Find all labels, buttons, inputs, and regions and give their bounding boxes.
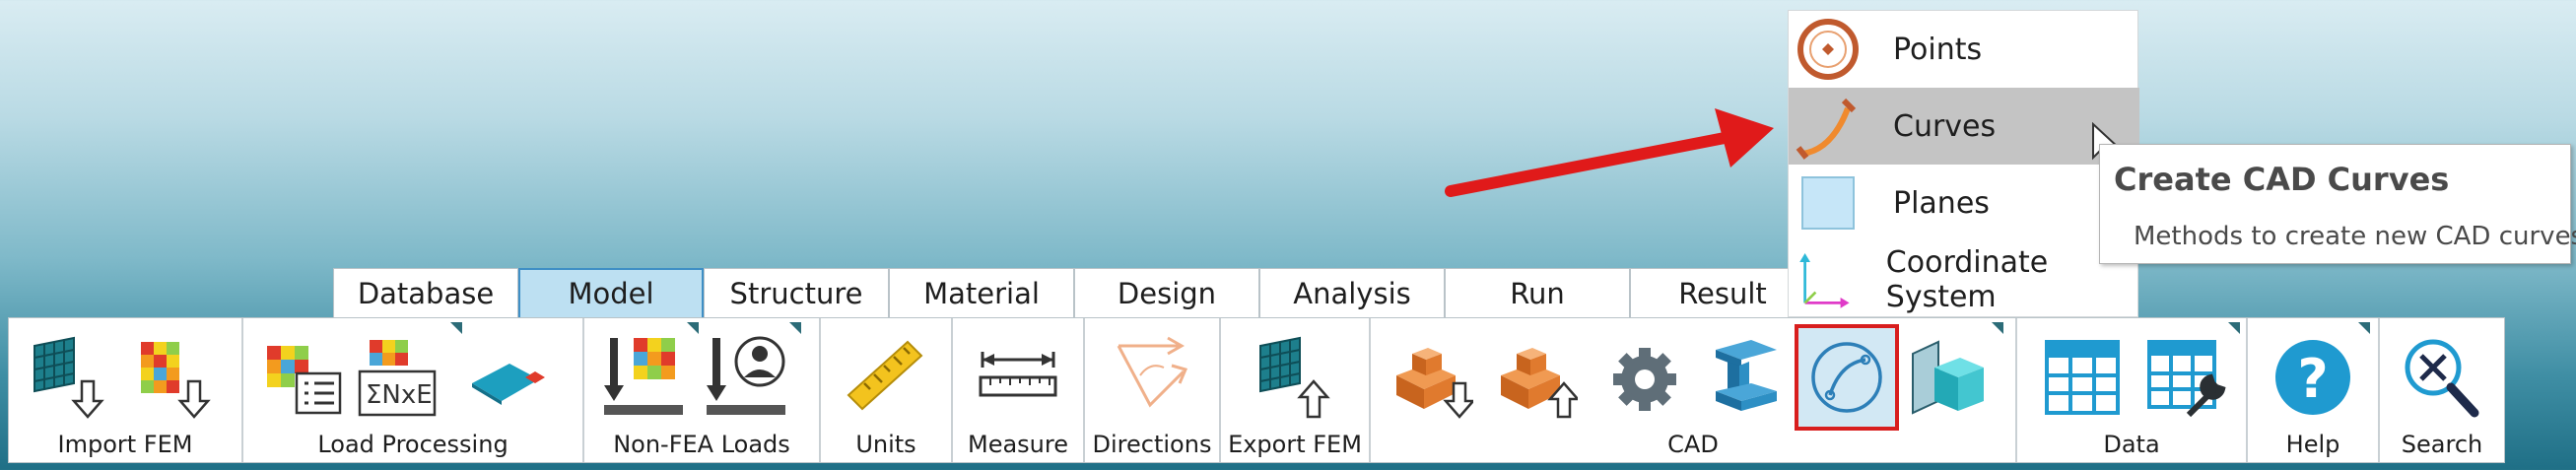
gear-icon [1613, 348, 1676, 411]
tab-material[interactable]: Material [889, 268, 1074, 317]
group-label-directions: Directions [1092, 431, 1212, 458]
group-label-import-fem: Import FEM [57, 431, 193, 458]
group-directions: Directions [1085, 318, 1221, 462]
tooltip-title: Create CAD Curves [2114, 161, 2450, 198]
group-help: ? Help [2248, 318, 2380, 462]
cad-import-icon [1396, 348, 1476, 419]
svg-text:?: ? [2297, 348, 2328, 410]
sum-nxe-button[interactable]: ΣNxE [356, 332, 439, 421]
menu-item-coordinate-system[interactable]: Coordinate System [1789, 241, 2139, 318]
colored-grid-list-icon [267, 346, 342, 415]
group-measure: Measure [953, 318, 1085, 462]
menu-label-points: Points [1893, 32, 1983, 67]
annotation-arrow [1445, 108, 1774, 197]
group-export-fem: Export FEM [1221, 318, 1371, 462]
grid-export-icon [1259, 336, 1330, 419]
group-label-export-fem: Export FEM [1228, 431, 1362, 458]
group-import-fem: Import FEM [9, 318, 243, 462]
data-table-button[interactable] [2041, 332, 2124, 421]
load-processing-corner-icon [450, 322, 462, 334]
menu-label-coordinate-system: Coordinate System [1885, 245, 2049, 314]
ribbon-panel: Import FEM ΣNxE [8, 317, 2505, 463]
help-button[interactable]: ? [2271, 332, 2354, 421]
cad-settings-button[interactable] [1603, 332, 1686, 421]
tab-analysis[interactable]: Analysis [1259, 268, 1445, 317]
beam-icon [1716, 340, 1777, 411]
cad-curves-button-highlight[interactable] [1795, 324, 1899, 431]
group-cad: CAD [1371, 318, 2017, 462]
tab-database[interactable]: Database [333, 268, 518, 317]
help-corner-icon [2358, 322, 2370, 334]
load-list-button[interactable] [263, 332, 346, 421]
data-table-icon [2045, 340, 2120, 415]
tab-model[interactable]: Model [518, 268, 704, 317]
curve-icon [1811, 342, 1882, 413]
group-data: Data [2017, 318, 2248, 462]
tooltip: Create CAD Curves Methods to create new … [2099, 144, 2576, 264]
cad-dropdown-menu: Points Curves Planes Coordinate System [1788, 10, 2139, 318]
tab-design[interactable]: Design [1074, 268, 1259, 317]
grid-import-icon [34, 336, 104, 419]
group-label-cad: CAD [1667, 431, 1719, 458]
group-label-load-processing: Load Processing [317, 431, 508, 458]
group-label-search: Search [2401, 431, 2483, 458]
measure-button[interactable] [977, 332, 1059, 421]
coordinate-axes-icon [1799, 253, 1850, 308]
tab-result[interactable]: Result [1630, 268, 1815, 317]
group-label-non-fea-loads: Non-FEA Loads [613, 431, 790, 458]
diamond-icon [472, 364, 545, 405]
sum-nxe-icon: ΣNxE [358, 340, 437, 417]
colored-grid-import-icon [141, 342, 211, 419]
export-fem-button[interactable] [1253, 332, 1335, 421]
load-grid-icon [604, 338, 683, 415]
search-icon [2405, 339, 2479, 418]
import-fem-colored-button[interactable] [133, 332, 216, 421]
load-grid-button[interactable] [604, 332, 687, 421]
import-fem-button[interactable] [27, 332, 109, 421]
box-surface-icon [1912, 340, 1984, 415]
tab-run[interactable]: Run [1445, 268, 1630, 317]
cad-corner-icon [1992, 322, 2003, 334]
directions-button[interactable] [1111, 332, 1193, 421]
group-units: Units [821, 318, 953, 462]
help-icon: ? [2275, 340, 2350, 415]
curve-icon [1796, 98, 1857, 160]
load-person-button[interactable] [707, 332, 789, 421]
group-label-help: Help [2285, 431, 2340, 458]
non-fea-corner-icon-2 [789, 322, 801, 334]
menu-item-curves[interactable]: Curves [1789, 88, 2139, 165]
group-non-fea-loads: Non-FEA Loads [584, 318, 821, 462]
cad-export-button[interactable] [1495, 332, 1581, 421]
group-load-processing: ΣNxE Load Processing [243, 318, 584, 462]
menu-item-points[interactable]: Points [1789, 11, 2139, 88]
ruler-icon [847, 340, 923, 411]
point-icon [1797, 19, 1859, 80]
cad-surface-button[interactable] [1909, 332, 1992, 421]
group-search: Search [2380, 318, 2504, 462]
measure-icon [979, 352, 1057, 397]
menu-item-planes[interactable]: Planes [1789, 165, 2139, 241]
tab-structure[interactable]: Structure [704, 268, 889, 317]
svg-text:ΣNxE: ΣNxE [366, 380, 433, 410]
non-fea-corner-icon-1 [687, 322, 699, 334]
ribbon-tabs: Database Model Structure Material Design… [333, 268, 2000, 317]
diamond-button[interactable] [468, 332, 551, 421]
plane-icon [1801, 176, 1855, 230]
cad-beam-button[interactable] [1702, 332, 1785, 421]
group-label-data: Data [2103, 431, 2160, 458]
tooltip-description: Methods to create new CAD curves [2134, 222, 2576, 251]
menu-label-planes: Planes [1893, 185, 1990, 221]
group-label-units: Units [855, 431, 916, 458]
units-button[interactable] [845, 332, 927, 421]
menu-label-curves: Curves [1893, 108, 1997, 144]
data-corner-icon [2228, 322, 2240, 334]
cad-export-icon [1501, 348, 1581, 419]
data-tool-button[interactable] [2145, 332, 2228, 421]
group-label-measure: Measure [968, 431, 1068, 458]
directions-icon [1117, 336, 1188, 408]
search-button[interactable] [2400, 332, 2482, 421]
load-person-icon [707, 336, 785, 415]
data-tool-icon [2147, 340, 2226, 418]
cad-import-button[interactable] [1390, 332, 1476, 421]
